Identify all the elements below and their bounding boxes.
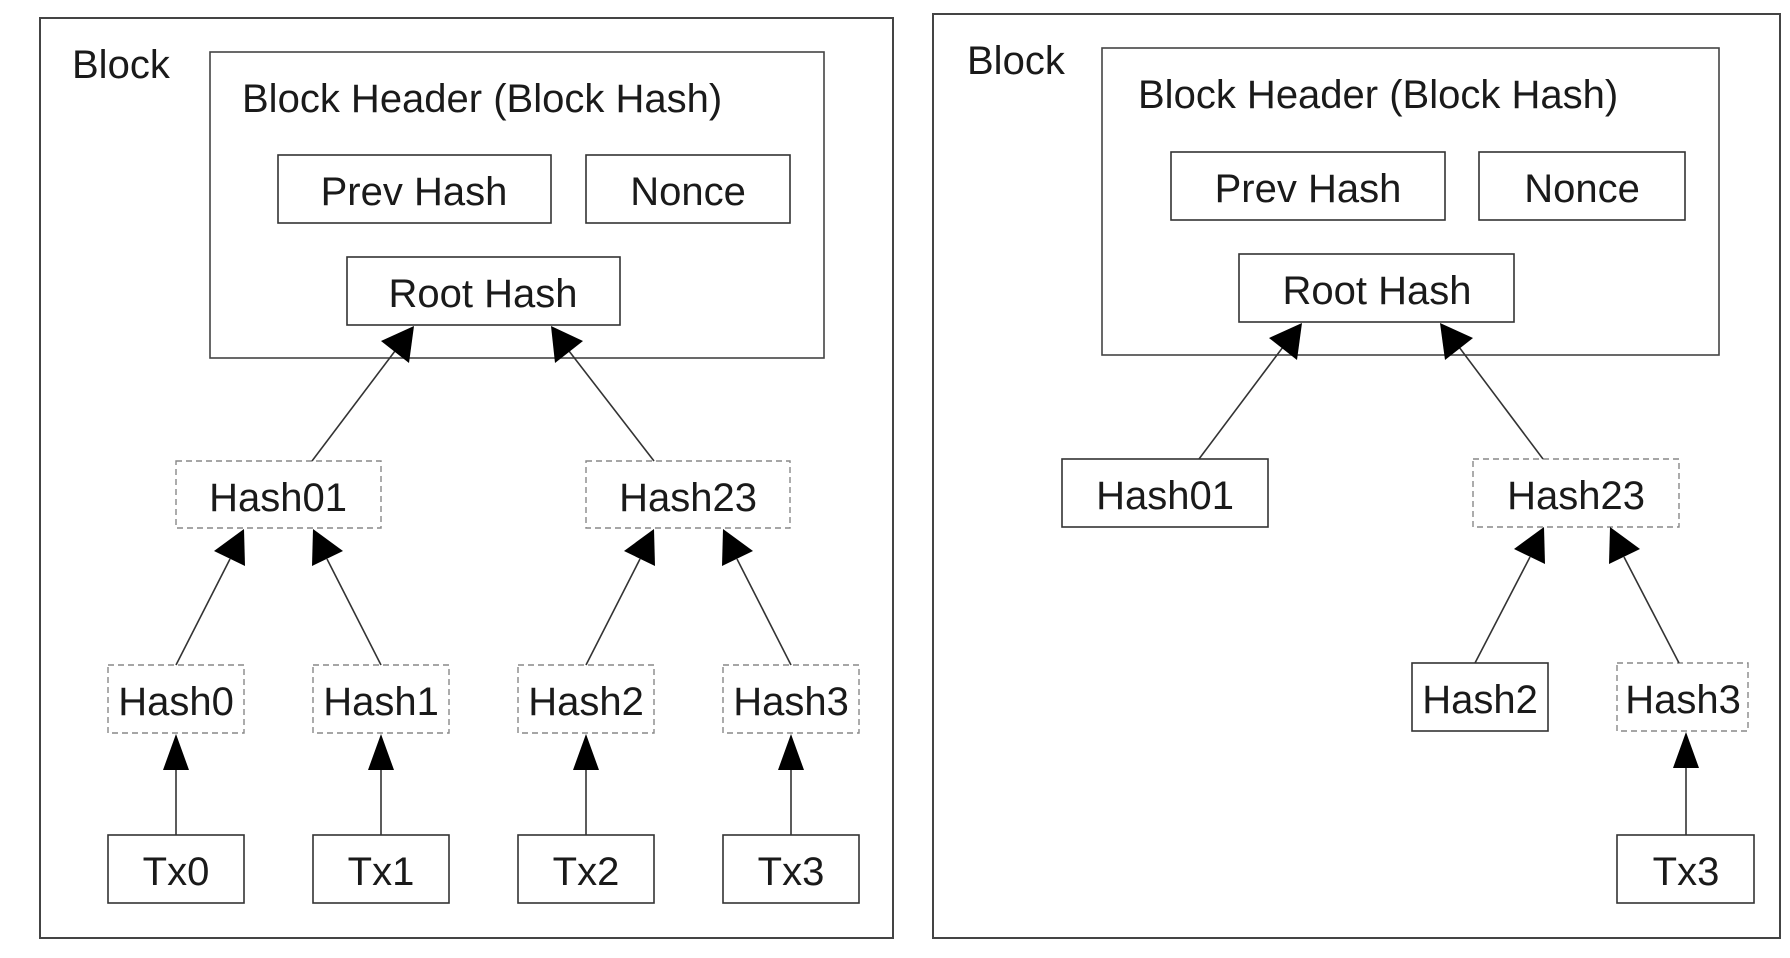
right-root-hash-box xyxy=(1238,253,1515,323)
left-arrow-tx2-hash2 xyxy=(573,734,599,770)
left-arrow-hash1-hash01 xyxy=(312,529,343,566)
right-edge-hash23-root xyxy=(1458,346,1544,460)
left-tx2-box xyxy=(517,834,655,904)
right-edge-hash01-root xyxy=(1198,346,1284,460)
right-root-hash-label: Root Hash xyxy=(1283,269,1472,313)
right-nonce-box xyxy=(1478,151,1686,221)
right-tx3-box xyxy=(1616,834,1755,904)
left-arrow-hash2-hash23 xyxy=(624,529,655,566)
right-prev-hash-label: Prev Hash xyxy=(1215,167,1402,211)
left-hash3-box xyxy=(722,664,860,734)
left-tx3-label: Tx3 xyxy=(758,850,825,894)
right-block-label: Block xyxy=(967,39,1066,83)
right-tx3-label: Tx3 xyxy=(1653,850,1720,894)
left-arrow-hash0-hash01 xyxy=(214,529,245,566)
right-hash23-label: Hash23 xyxy=(1507,474,1645,518)
left-hash1-box xyxy=(312,664,450,734)
left-panel: Block Block Header (Block Hash) Prev Has… xyxy=(39,17,894,939)
left-edge-hash23-root xyxy=(568,350,655,462)
left-arrow-hash01-root xyxy=(381,326,414,363)
left-tx2-label: Tx2 xyxy=(553,850,620,894)
right-panel: Block Block Header (Block Hash) Prev Has… xyxy=(932,13,1781,939)
left-edge-hash3-hash23 xyxy=(736,558,792,666)
right-arrow-hash3-hash23 xyxy=(1609,527,1640,564)
left-header-title: Block Header (Block Hash) xyxy=(242,77,722,121)
left-edge-hash2-hash23 xyxy=(585,558,641,666)
left-hash23-box xyxy=(585,460,791,529)
right-arrow-hash23-root xyxy=(1440,323,1473,360)
left-prev-hash-box xyxy=(277,154,552,224)
left-root-hash-box xyxy=(346,256,621,326)
right-hash2-label: Hash2 xyxy=(1422,678,1538,722)
left-hash2-label: Hash2 xyxy=(528,680,644,724)
left-arrow-tx3-hash3 xyxy=(778,734,804,770)
right-arrow-tx3-hash3 xyxy=(1673,732,1699,768)
left-edge-hash1-hash01 xyxy=(326,558,382,666)
left-hash01-box xyxy=(175,460,382,529)
left-hash23-label: Hash23 xyxy=(619,476,757,520)
left-arrow-hash23-root xyxy=(551,326,583,363)
right-edge-hash3-hash23 xyxy=(1623,556,1680,664)
left-root-hash-label: Root Hash xyxy=(389,272,578,316)
right-prev-hash-box xyxy=(1170,151,1446,221)
left-nonce-box xyxy=(585,154,791,224)
right-nonce-label: Nonce xyxy=(1524,167,1640,211)
left-hash3-label: Hash3 xyxy=(733,680,849,724)
right-hash23-box xyxy=(1472,458,1680,528)
left-tx0-box xyxy=(107,834,245,904)
right-arrow-hash2-hash23 xyxy=(1514,527,1545,564)
left-nonce-label: Nonce xyxy=(630,170,746,214)
left-tx1-box xyxy=(312,834,450,904)
left-arrow-hash3-hash23 xyxy=(722,529,753,566)
left-prev-hash-label: Prev Hash xyxy=(321,170,508,214)
right-hash3-box xyxy=(1616,662,1749,732)
right-edges xyxy=(1198,323,1699,835)
right-hash2-box xyxy=(1411,662,1549,732)
left-hash0-box xyxy=(107,664,245,734)
left-arrow-tx0-hash0 xyxy=(163,734,189,770)
left-tx0-label: Tx0 xyxy=(143,850,210,894)
right-edge-hash2-hash23 xyxy=(1474,556,1531,664)
left-tx1-label: Tx1 xyxy=(348,850,415,894)
left-edge-hash0-hash01 xyxy=(175,558,231,666)
left-hash2-box xyxy=(517,664,655,734)
left-tx3-box xyxy=(722,834,860,904)
left-hash01-label: Hash01 xyxy=(209,476,347,520)
left-hash0-label: Hash0 xyxy=(118,680,234,724)
right-hash3-label: Hash3 xyxy=(1625,678,1741,722)
right-arrow-hash01-root xyxy=(1269,323,1302,360)
right-header-title: Block Header (Block Hash) xyxy=(1138,73,1618,117)
left-arrow-tx1-hash1 xyxy=(368,734,394,770)
left-block-label: Block xyxy=(72,43,171,87)
right-hash01-label: Hash01 xyxy=(1096,474,1234,518)
left-edges xyxy=(163,326,804,835)
right-hash01-box xyxy=(1061,458,1269,528)
left-hash1-label: Hash1 xyxy=(323,680,439,724)
left-edge-hash01-root xyxy=(311,350,396,462)
